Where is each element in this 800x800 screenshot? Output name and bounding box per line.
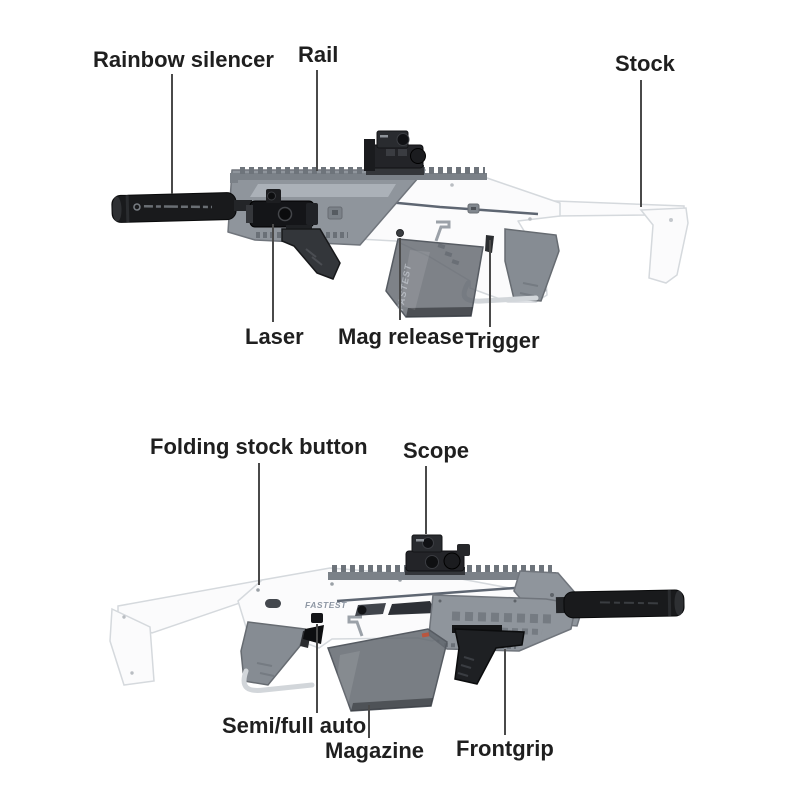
- rail-illustration: [230, 167, 487, 183]
- label-rainbow-silencer: Rainbow silencer: [93, 47, 274, 72]
- fire-selector-illustration: [303, 613, 324, 644]
- mag-release-button-illustration: [396, 229, 404, 237]
- leader-line-laser: [272, 224, 274, 322]
- label-magazine: Magazine: [325, 738, 425, 763]
- magazine-illustration: [326, 628, 448, 712]
- label-mag-release: Mag release: [338, 324, 464, 349]
- label-laser: Laser: [245, 324, 304, 349]
- label-rail: Rail: [298, 42, 339, 67]
- leader-line-scope: [425, 466, 427, 534]
- scope-icon: [405, 534, 470, 575]
- leader-line-stock: [640, 80, 642, 207]
- label-folding-stock-button: Folding stock button: [150, 434, 368, 459]
- leader-line-magazine: [368, 705, 370, 738]
- label-trigger: Trigger: [465, 328, 540, 353]
- leader-line-frontgrip: [504, 649, 506, 735]
- label-scope: Scope: [403, 438, 470, 463]
- silencer-illustration: [555, 589, 685, 619]
- foregrip-illustration: [281, 225, 341, 280]
- magazine-illustration: FASTEST: [385, 238, 484, 318]
- body-brand-text: FASTEST: [305, 600, 347, 610]
- grip-illustration: [504, 228, 560, 302]
- barrel-illustration: [234, 200, 252, 211]
- silencer-illustration: [111, 192, 237, 223]
- grip-illustration: [240, 621, 306, 686]
- leader-line-semi-full-auto: [316, 624, 318, 713]
- label-frontgrip: Frontgrip: [456, 736, 554, 761]
- leader-line-rail: [316, 70, 318, 171]
- frontgrip-illustration: [452, 625, 525, 685]
- leader-line-trigger: [489, 240, 491, 327]
- label-stock: Stock: [615, 51, 675, 76]
- leader-line-folding-stock-button: [258, 463, 260, 585]
- scope-icon: [364, 130, 426, 175]
- leader-line-rainbow-silencer: [171, 74, 173, 194]
- blaster-top-view-illustration: FASTEST: [111, 130, 689, 318]
- blaster-bottom-view-illustration: FASTEST: [109, 534, 685, 712]
- leader-line-mag-release: [399, 238, 401, 320]
- stock-illustration: [554, 200, 689, 284]
- stock-illustration: [109, 579, 267, 686]
- label-semi-full-auto: Semi/full auto: [222, 713, 367, 738]
- laser-illustration: [246, 189, 318, 228]
